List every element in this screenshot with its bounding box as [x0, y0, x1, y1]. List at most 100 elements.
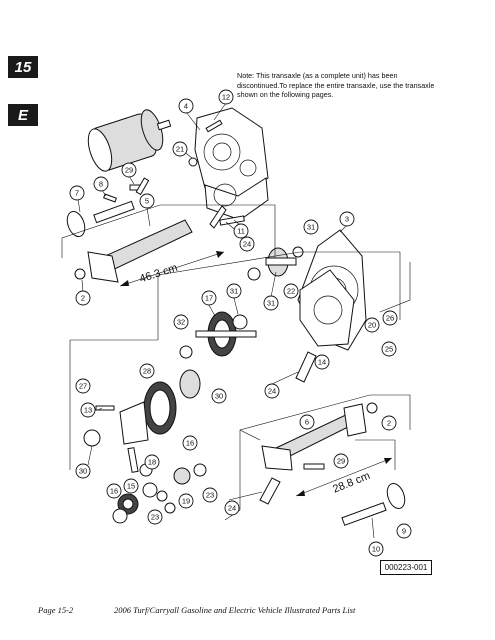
svg-text:18: 18: [148, 458, 156, 467]
main-housing: [297, 229, 367, 351]
callout-27: 27: [75, 378, 91, 394]
callout-25: 25: [381, 341, 397, 357]
callout-31-b: 31: [226, 283, 242, 299]
callout-16-a: 16: [182, 435, 198, 451]
section-letter: E: [17, 106, 28, 124]
callout-20: 20: [364, 317, 380, 333]
callout-24-mid: 24: [264, 383, 280, 399]
svg-text:24: 24: [243, 240, 251, 249]
svg-text:11: 11: [237, 227, 245, 236]
svg-text:29: 29: [125, 166, 133, 175]
callout-24-bottom: 24: [224, 500, 240, 516]
svg-text:16: 16: [186, 439, 194, 448]
callout-19: 19: [178, 493, 194, 509]
sealant-tubes: [259, 351, 317, 505]
letter-tab: E: [8, 104, 38, 126]
svg-text:6: 6: [305, 418, 309, 427]
callout-16-b: 16: [106, 483, 122, 499]
callout-21: 21: [172, 141, 188, 157]
callout-6: 6: [299, 414, 315, 430]
svg-text:2: 2: [81, 294, 85, 303]
callout-30-a: 30: [211, 388, 227, 404]
callout-10: 10: [368, 541, 384, 557]
left-axle: [66, 200, 193, 283]
svg-text:23: 23: [206, 491, 214, 500]
callout-2-right: 2: [381, 415, 397, 431]
hardware-top: [103, 119, 223, 203]
footer-title: 2006 Turf/Carryall Gasoline and Electric…: [114, 605, 356, 615]
svg-text:24: 24: [228, 504, 236, 513]
callout-17: 17: [201, 290, 217, 306]
callout-28: 28: [139, 363, 155, 379]
callout-3: 3: [339, 211, 355, 227]
svg-text:28: 28: [143, 367, 151, 376]
callout-29-b: 29: [333, 453, 349, 469]
right-axle: [261, 402, 406, 526]
svg-text:3: 3: [345, 215, 349, 224]
callout-32: 32: [173, 314, 189, 330]
footer-page-number: Page 15-2: [38, 605, 74, 615]
svg-text:8: 8: [99, 180, 103, 189]
svg-text:9: 9: [402, 527, 406, 536]
svg-text:24: 24: [268, 387, 276, 396]
section-number: 15: [14, 58, 32, 76]
callout-15: 15: [123, 478, 139, 494]
callout-31-c: 31: [263, 295, 279, 311]
svg-text:22: 22: [287, 287, 295, 296]
callout-4: 4: [178, 98, 194, 114]
svg-text:5: 5: [145, 197, 149, 206]
svg-text:30: 30: [215, 392, 223, 401]
discontinued-note: Note: This transaxle (as a complete unit…: [237, 71, 435, 100]
svg-text:13: 13: [84, 406, 92, 415]
callout-9: 9: [396, 523, 412, 539]
callout-14: 14: [314, 354, 330, 370]
svg-text:23: 23: [151, 513, 159, 522]
left-axle-length: 46.3 cm: [138, 262, 179, 286]
svg-text:7: 7: [75, 189, 79, 198]
callout-24-top: 24: [239, 236, 255, 252]
svg-text:15: 15: [127, 482, 135, 491]
svg-text:31: 31: [267, 299, 275, 308]
callout-7: 7: [69, 185, 85, 201]
callout-31-a: 31: [303, 219, 319, 235]
spider-gears: [112, 447, 207, 524]
callout-29: 29: [121, 162, 137, 178]
callout-2-left: 2: [75, 290, 91, 306]
svg-text:25: 25: [385, 345, 393, 354]
svg-text:14: 14: [318, 358, 326, 367]
svg-text:32: 32: [177, 318, 185, 327]
svg-text:2: 2: [387, 419, 391, 428]
callout-22: 22: [283, 283, 299, 299]
svg-text:26: 26: [386, 314, 394, 323]
callout-12: 12: [218, 89, 234, 105]
gear-set: [179, 246, 304, 359]
svg-text:21: 21: [176, 145, 184, 154]
motor: [87, 109, 172, 172]
svg-text:31: 31: [230, 287, 238, 296]
callout-26: 26: [382, 310, 398, 326]
callout-18: 18: [144, 454, 160, 470]
callout-13: 13: [80, 402, 96, 418]
callout-23-b: 23: [147, 509, 163, 525]
section-tab: 15: [8, 56, 38, 78]
svg-text:19: 19: [182, 497, 190, 506]
callout-5: 5: [139, 193, 155, 209]
svg-text:4: 4: [184, 102, 188, 111]
svg-text:20: 20: [368, 321, 376, 330]
document-id: 000223-001: [380, 560, 432, 575]
svg-text:31: 31: [307, 223, 315, 232]
svg-text:17: 17: [205, 294, 213, 303]
svg-text:30: 30: [79, 467, 87, 476]
svg-text:16: 16: [110, 487, 118, 496]
hardware-mid: [209, 205, 245, 229]
callout-11: 11: [233, 223, 249, 239]
svg-text:12: 12: [222, 93, 230, 102]
svg-text:10: 10: [372, 545, 380, 554]
callout-8: 8: [93, 176, 109, 192]
svg-text:27: 27: [79, 382, 87, 391]
callout-23-a: 23: [202, 487, 218, 503]
differential: [83, 369, 201, 447]
callout-30-b: 30: [75, 463, 91, 479]
svg-text:29: 29: [337, 457, 345, 466]
